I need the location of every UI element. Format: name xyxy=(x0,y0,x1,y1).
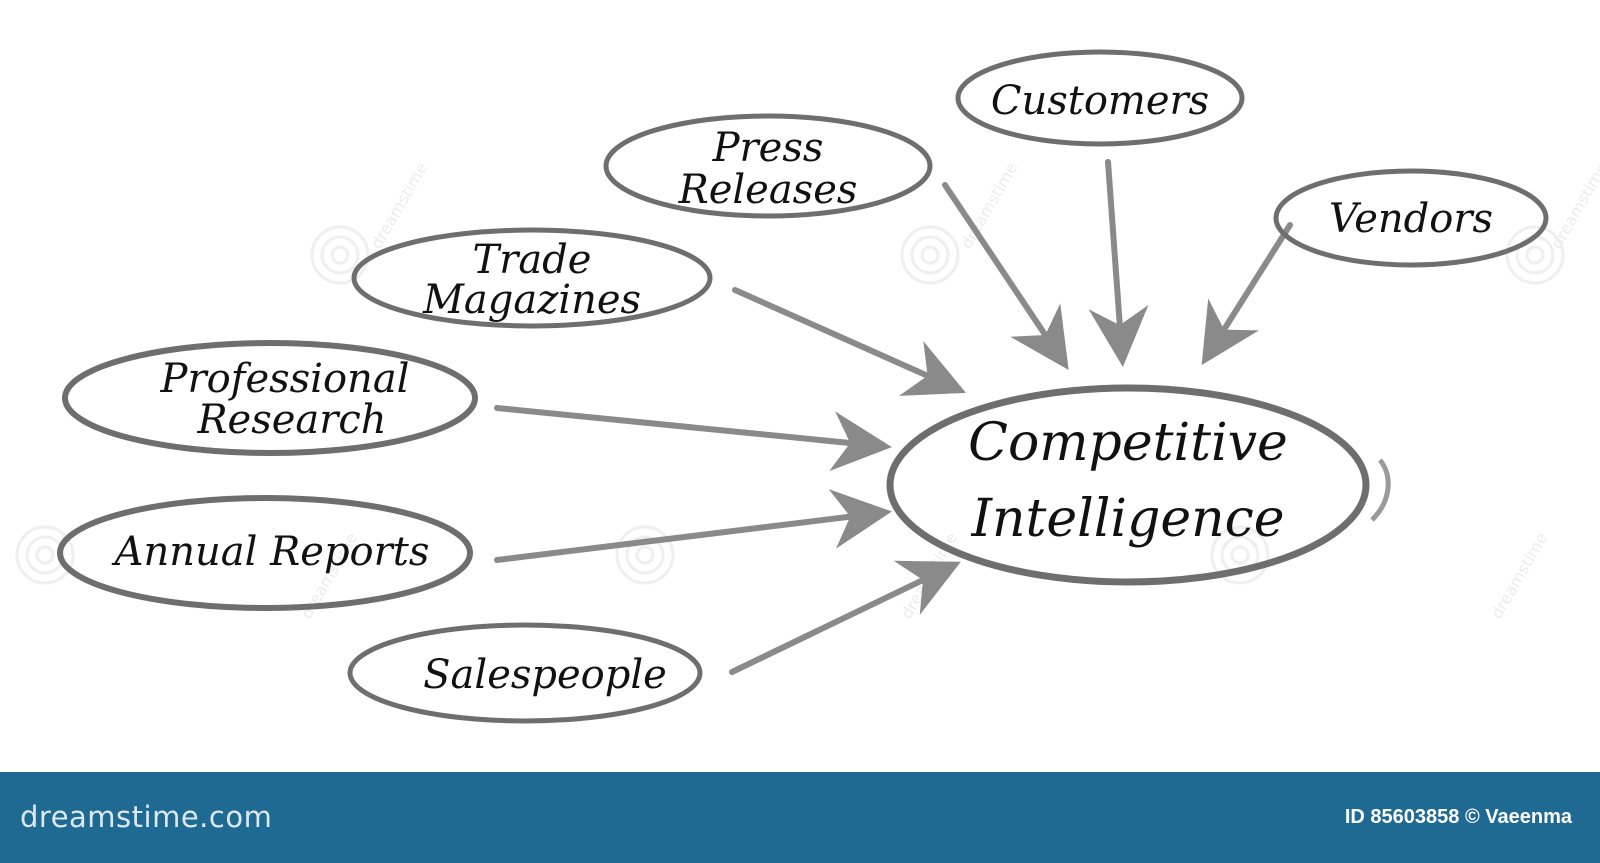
source-label-trade-line-2: Magazines xyxy=(422,277,641,323)
source-label-salespeople: Salespeople xyxy=(423,652,667,698)
arrow-salespeople xyxy=(729,560,961,675)
source-label-research-line-1: Professional xyxy=(160,356,410,402)
source-ellipse xyxy=(603,113,933,219)
source-customers: Customers xyxy=(955,49,1245,147)
stock-id-credit: ID 85603858 © Vaeenma xyxy=(1344,806,1572,828)
watermark-text: dreamstime xyxy=(1487,529,1552,622)
central-node: Competitive Intelligence xyxy=(886,384,1391,586)
source-ellipse xyxy=(347,622,703,724)
competitive-intelligence-diagram: dreamstime dreamstime dreamstime dreamst… xyxy=(15,49,1600,724)
watermark-text: dreamstime xyxy=(957,159,1022,252)
source-professional-research: Professional Research xyxy=(62,340,478,456)
arrow-trade-magazines xyxy=(732,287,966,396)
source-salespeople: Salespeople xyxy=(347,622,703,724)
central-brush-stroke xyxy=(1370,458,1391,522)
stock-footer-bar: dreamstime.com ID 85603858 © Vaeenma xyxy=(0,772,1600,863)
central-ellipse xyxy=(886,384,1370,586)
source-press-releases: Press Releases xyxy=(603,113,933,219)
source-trade-magazines: Trade Magazines xyxy=(351,227,713,329)
source-ellipse xyxy=(57,495,473,611)
arrow-professional-research xyxy=(494,405,892,472)
source-label-press-line-1: Press xyxy=(712,125,824,171)
arrow-press-releases xyxy=(942,182,1069,370)
source-label-annual-reports: Annual Reports xyxy=(111,529,430,575)
brand-logo: dreamstime.com xyxy=(20,800,273,834)
arrow-annual-reports xyxy=(494,489,892,563)
source-label-vendors: Vendors xyxy=(1329,196,1493,242)
central-line-1: Competitive xyxy=(968,413,1288,473)
arrow-customers xyxy=(1088,159,1149,367)
arrow-vendors xyxy=(1201,222,1293,366)
source-ellipse xyxy=(955,49,1245,147)
watermark-text: dreamstime xyxy=(1547,159,1600,252)
source-annual-reports: Annual Reports xyxy=(57,495,473,611)
central-line-2: Intelligence xyxy=(970,489,1284,549)
source-ellipse xyxy=(62,340,478,456)
arrows xyxy=(494,159,1293,675)
source-label-trade-line-1: Trade xyxy=(473,237,592,283)
source-label-customers: Customers xyxy=(991,78,1209,124)
source-ellipse xyxy=(351,227,713,329)
source-ellipse xyxy=(1273,168,1549,268)
source-label-research-line-2: Research xyxy=(196,397,386,443)
source-label-press-line-2: Releases xyxy=(678,167,858,213)
source-vendors: Vendors xyxy=(1273,168,1549,268)
